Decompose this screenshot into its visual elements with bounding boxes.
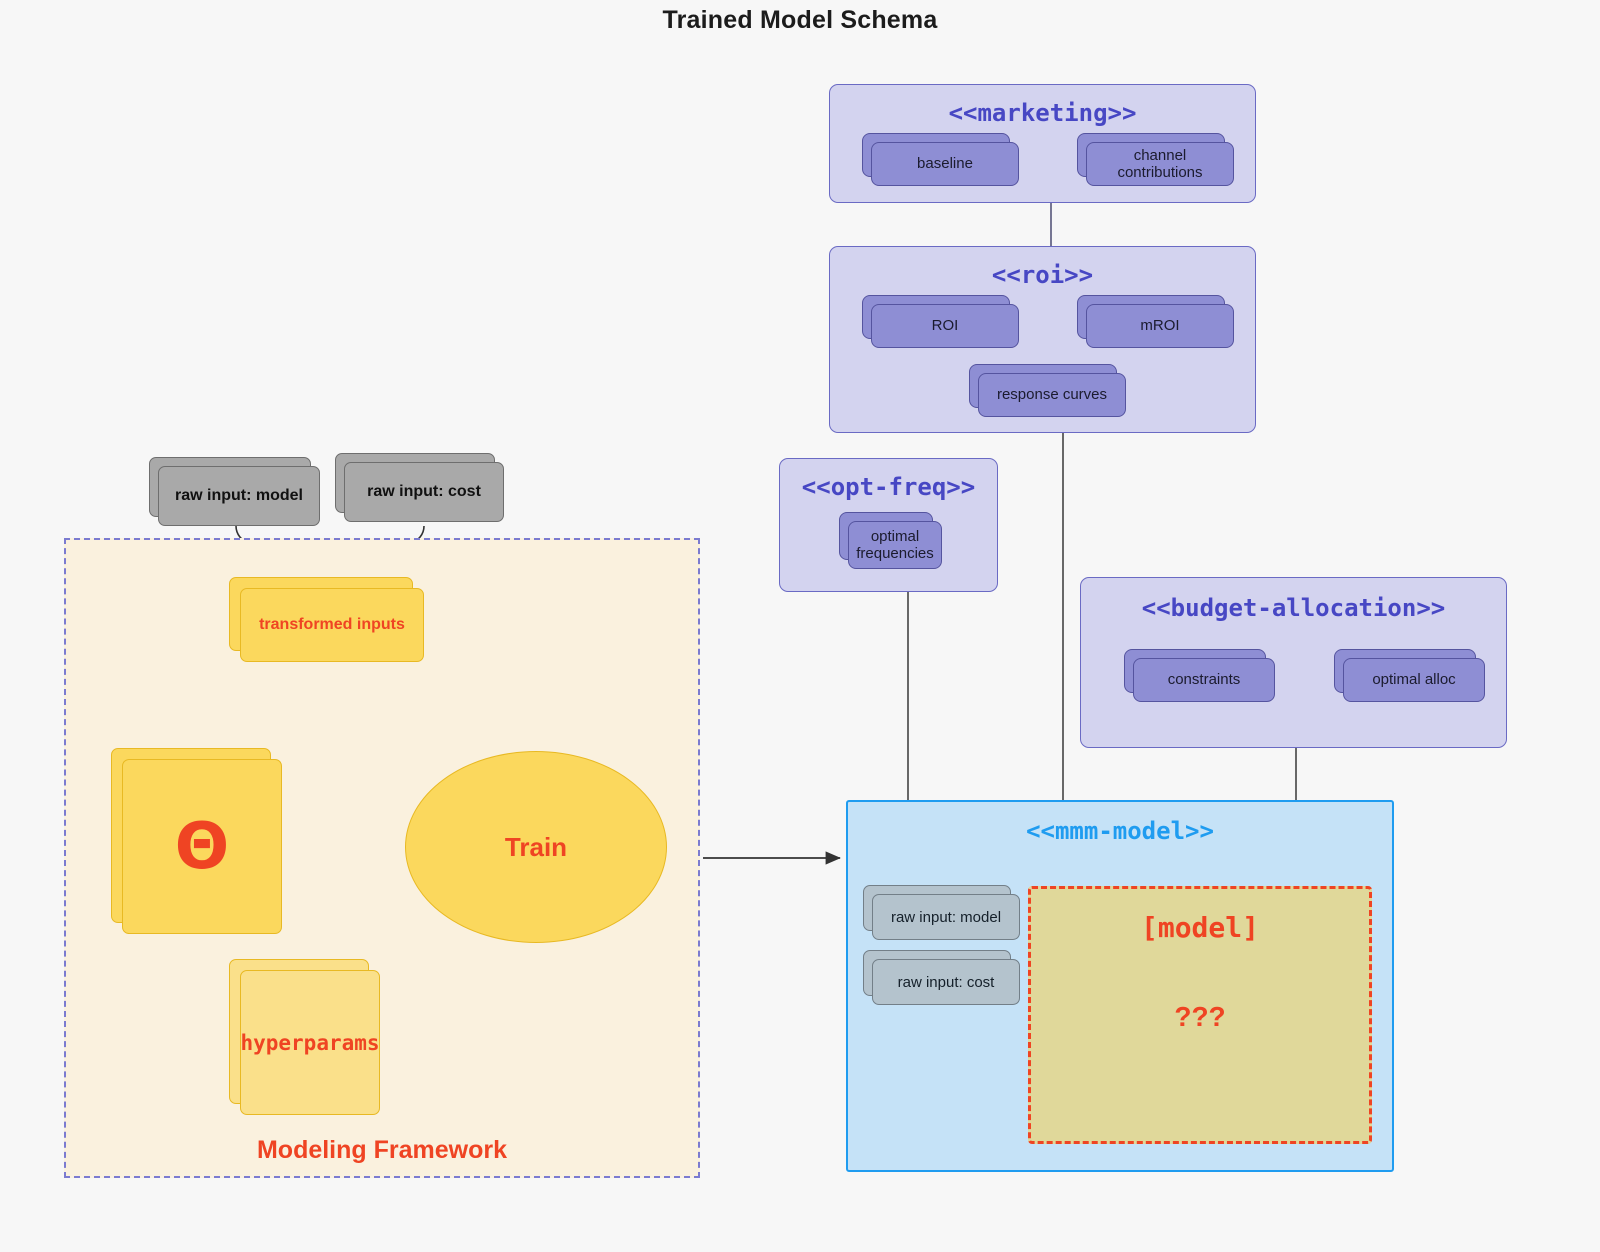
note-label: response curves: [978, 373, 1126, 417]
note-label: baseline: [871, 142, 1019, 186]
mmm-raw-input-model-note[interactable]: raw input: model: [863, 885, 1020, 940]
note-label: mROI: [1086, 304, 1234, 348]
raw-input-model-note[interactable]: raw input: model: [149, 457, 320, 526]
note-label: Θ: [122, 759, 282, 934]
modeling-framework-label: Modeling Framework: [256, 1136, 508, 1164]
note-mroi[interactable]: mROI: [1077, 295, 1234, 348]
note-label: channel contributions: [1086, 142, 1234, 186]
train-label: Train: [504, 831, 568, 862]
hyperparams-note[interactable]: hyperparams: [229, 959, 380, 1115]
package-opt-freq[interactable]: <<opt-freq>> optimal frequencies: [779, 458, 998, 592]
theta-note[interactable]: Θ: [111, 748, 282, 934]
note-optimal-frequencies[interactable]: optimal frequencies: [839, 512, 942, 569]
note-label: raw input: model: [872, 894, 1020, 940]
page-title: Trained Model Schema: [662, 6, 938, 34]
transformed-inputs-note[interactable]: transformed inputs: [229, 577, 424, 662]
model-placeholder-box[interactable]: [model] ???: [1028, 886, 1372, 1144]
mmm-raw-input-cost-note[interactable]: raw input: cost: [863, 950, 1020, 1005]
package-title-budget-allocation: <<budget-allocation>>: [1141, 594, 1446, 622]
package-budget-allocation[interactable]: <<budget-allocation>> constraints optima…: [1080, 577, 1507, 748]
note-baseline[interactable]: baseline: [862, 133, 1019, 186]
package-marketing[interactable]: <<marketing>> baseline channel contribut…: [829, 84, 1256, 203]
note-label: transformed inputs: [240, 588, 424, 662]
note-label: optimal frequencies: [848, 521, 942, 569]
package-title-roi: <<roi>>: [991, 261, 1094, 289]
model-label: [model]: [1140, 911, 1259, 944]
note-label: optimal alloc: [1343, 658, 1485, 702]
note-label: raw input: cost: [872, 959, 1020, 1005]
package-roi[interactable]: <<roi>> ROI mROI response curves: [829, 246, 1256, 433]
note-roi[interactable]: ROI: [862, 295, 1019, 348]
note-label: raw input: cost: [344, 462, 504, 522]
package-title-opt-freq: <<opt-freq>>: [801, 473, 976, 501]
package-title-mmm-model: <<mmm-model>>: [1026, 817, 1214, 845]
note-label: raw input: model: [158, 466, 320, 526]
note-response-curves[interactable]: response curves: [969, 364, 1126, 417]
note-channel-contributions[interactable]: channel contributions: [1077, 133, 1234, 186]
raw-input-cost-note[interactable]: raw input: cost: [335, 453, 504, 522]
mmm-model-package[interactable]: <<mmm-model>> raw input: model raw input…: [846, 800, 1394, 1172]
model-unknown-label: ???: [1174, 1001, 1226, 1032]
package-title-marketing: <<marketing>>: [948, 99, 1137, 127]
note-label: hyperparams: [240, 970, 380, 1115]
note-optimal-alloc[interactable]: optimal alloc: [1334, 649, 1485, 702]
note-label: ROI: [871, 304, 1019, 348]
note-constraints[interactable]: constraints: [1124, 649, 1275, 702]
train-activity[interactable]: Train: [405, 751, 667, 943]
note-label: constraints: [1133, 658, 1275, 702]
